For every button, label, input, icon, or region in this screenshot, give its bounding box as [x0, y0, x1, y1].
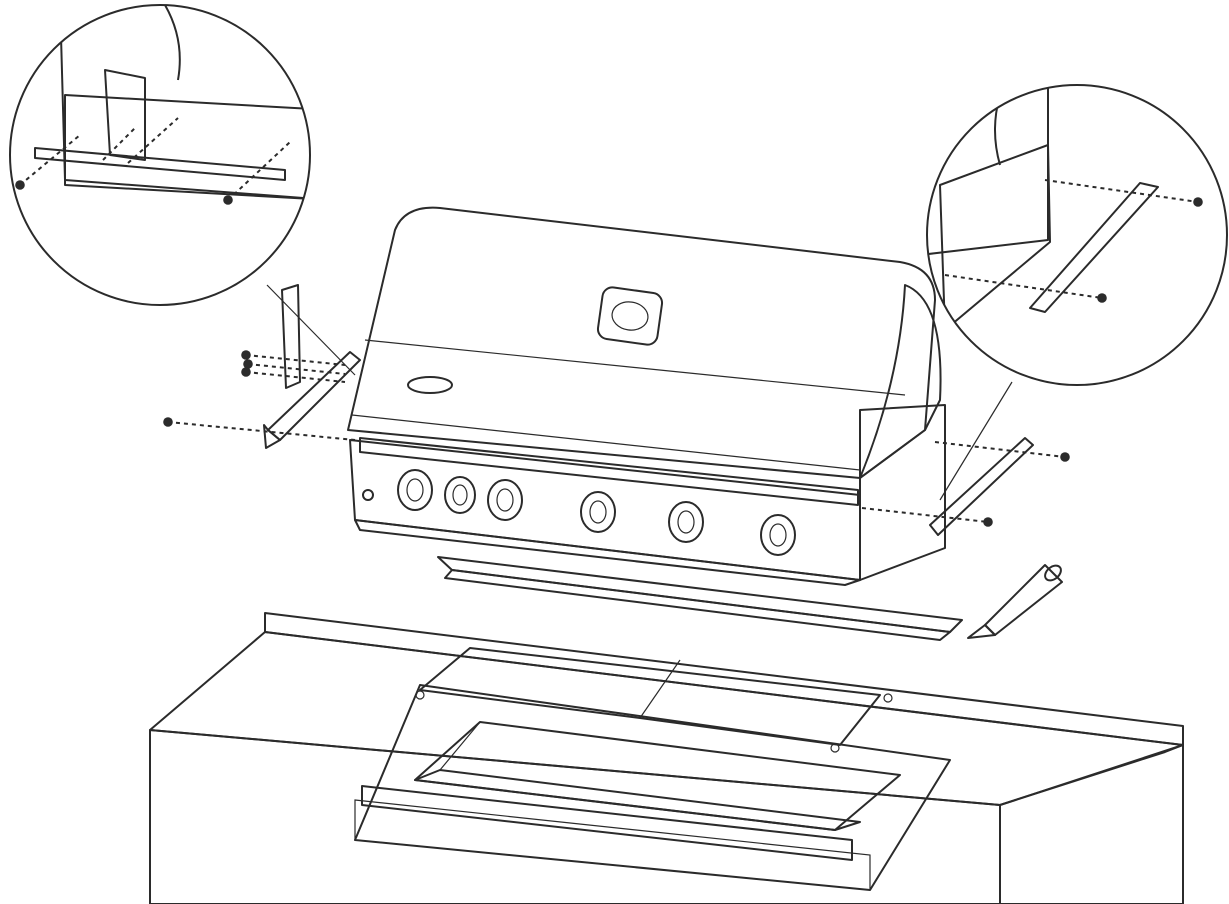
drip-tray-front-lip: [361, 785, 853, 861]
burner-knob: [580, 491, 616, 533]
burner-knob: [760, 514, 796, 556]
side-bracket-right: [929, 437, 1034, 536]
counter-top: [149, 631, 1184, 806]
screw: [861, 507, 993, 527]
screw: [163, 417, 356, 441]
igniter-button-icon: [362, 489, 374, 501]
counter-cutout-inner-wall: [354, 799, 871, 891]
screw: [241, 367, 346, 383]
counter-island: [149, 612, 1184, 904]
firebox-side: [859, 404, 946, 581]
side-bracket-left: [263, 284, 361, 449]
brand-badge-icon: [596, 286, 664, 346]
burner-knob: [668, 501, 704, 543]
burner-knobs: [397, 469, 796, 556]
screw: [934, 441, 1070, 462]
front-trim-strip: [437, 556, 963, 641]
burner-knob: [397, 469, 433, 511]
counter-cutout: [354, 684, 951, 891]
screw: [241, 350, 346, 366]
heat-shield: [415, 647, 893, 753]
sealant-tube: [967, 564, 1063, 639]
screw: [243, 359, 346, 375]
lid-end-cap: [859, 284, 942, 479]
counter-side-face: [999, 744, 1184, 904]
control-panel: [349, 439, 861, 581]
firebox-bottom: [354, 519, 861, 586]
drip-tray: [361, 721, 901, 861]
vent-strip: [359, 437, 859, 506]
fastener-guides: [163, 284, 1070, 527]
left-mounting-detail: [9, 4, 311, 306]
burner-knob: [487, 479, 523, 521]
grill-head: [347, 206, 946, 586]
grill-lid: [347, 206, 936, 479]
brand-emblem-icon: [407, 376, 453, 394]
right-mounting-detail: [926, 84, 1228, 386]
lid-front-band: [364, 339, 906, 396]
counter-front-face: [149, 729, 1001, 904]
burner-knob: [444, 476, 476, 514]
